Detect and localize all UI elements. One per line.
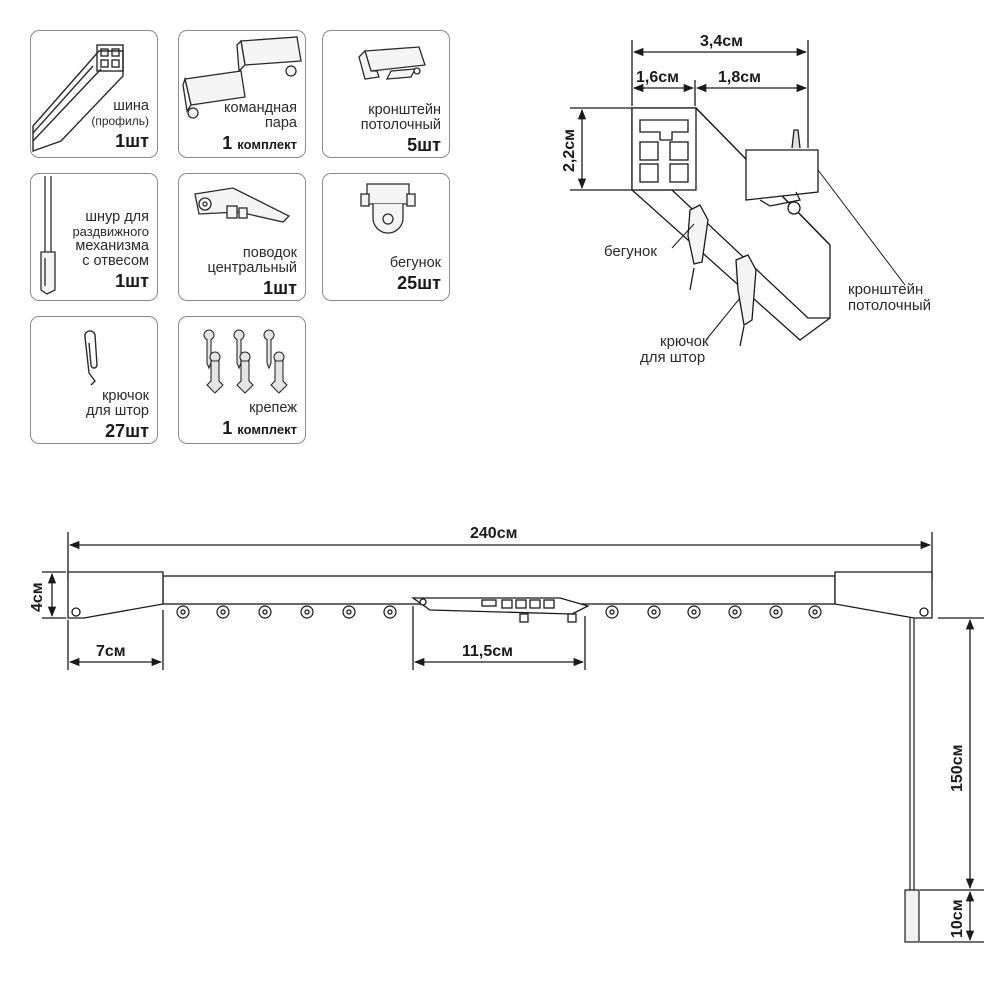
dim-total-width: 3,4см	[700, 33, 743, 50]
runner-icon	[216, 605, 230, 619]
dim-weight-length: 10см	[949, 899, 966, 938]
label-bracket-line2: потолочный	[848, 297, 931, 314]
kit-name: шина	[113, 98, 149, 114]
left-end-cap	[67, 571, 164, 619]
kit-card-ceiling-bracket: кронштейн потолочный 5шт	[322, 30, 450, 158]
kit-name: крепеж	[249, 400, 297, 416]
runner-icon	[383, 605, 397, 619]
kit-name: раздвижного	[72, 224, 149, 240]
kit-name: шнур для	[85, 209, 149, 225]
rail-runners	[176, 605, 822, 619]
kit-name: поводок	[242, 245, 297, 261]
runner-icon	[605, 605, 619, 619]
kit-qty: 1шт	[263, 278, 297, 299]
kit-name: крючок	[102, 388, 149, 404]
runner-icon	[647, 605, 661, 619]
runner-icon	[808, 605, 822, 619]
kit-qty: 5шт	[407, 135, 441, 156]
kit-qty: 1шт	[115, 271, 149, 292]
dim-cord-length: 150см	[949, 745, 966, 792]
kit-name: для штор	[85, 403, 149, 420]
kit-card-hook: крючок для штор 27шт	[30, 316, 158, 444]
runner-icon	[176, 605, 190, 619]
dim-rail-length: 240см	[470, 525, 517, 542]
kit-name: бегунок	[389, 255, 441, 271]
rail-front-drawing	[67, 571, 933, 623]
dim-slider-length: 11,5см	[462, 643, 513, 660]
kit-card-cord: шнур для раздвижного механизма с отвесом…	[30, 173, 158, 301]
dim-right-width: 1,8см	[718, 69, 761, 86]
master-carrier	[410, 597, 590, 615]
fasteners-icon	[203, 329, 288, 394]
kit-qty-num: 1	[222, 133, 233, 154]
cord-with-weight-icon	[40, 176, 56, 295]
end-cap-pair-icon	[182, 36, 302, 119]
kit-name: механизма	[75, 237, 149, 254]
kit-card-master-carrier: поводок центральный 1шт	[178, 173, 306, 301]
kit-name: центральный	[207, 260, 297, 277]
kit-qty: 27шт	[105, 421, 149, 442]
kit-card-rail-profile: шина (профиль) 1шт	[30, 30, 158, 158]
kit-name: кронштейн	[368, 102, 441, 118]
rail-profile-icon	[32, 44, 124, 152]
dim-end-length: 7см	[96, 643, 126, 660]
kit-name: командная	[224, 100, 297, 116]
ceiling-bracket-icon	[358, 46, 426, 80]
label-hook-line2: для штор	[640, 349, 705, 366]
runner-icon	[342, 605, 356, 619]
dim-height: 2,2см	[561, 129, 578, 172]
kit-name-sub: (профиль)	[91, 114, 149, 129]
kit-name: пара	[264, 115, 297, 132]
runner-icon	[687, 605, 701, 619]
curtain-hook-icon	[84, 330, 98, 386]
right-end-cap	[834, 571, 933, 619]
runner-icon	[769, 605, 783, 619]
kit-name: с отвесом	[82, 253, 149, 270]
kit-qty: 25шт	[397, 273, 441, 294]
rail-body	[162, 575, 836, 605]
kit-qty: 1шт	[115, 131, 149, 152]
dim-end-height: 4см	[29, 582, 46, 612]
kit-qty-num: 1	[222, 418, 233, 439]
kit-card-runner: бегунок 25шт	[322, 173, 450, 301]
profile-section-drawing	[631, 107, 831, 347]
kit-name: потолочный	[360, 117, 441, 134]
label-hook-line1: крючок	[660, 333, 709, 350]
runner-icon	[300, 605, 314, 619]
cord-with-weight	[904, 618, 920, 943]
kit-card-fasteners: крепеж 1 комплект	[178, 316, 306, 444]
dim-left-width: 1,6см	[636, 69, 679, 86]
master-carrier-icon	[194, 187, 291, 223]
label-bracket-line1: кронштейн	[848, 281, 923, 298]
runner-icon	[360, 183, 416, 234]
kit-qty-unit: комплект	[237, 422, 297, 438]
label-runner: бегунок	[604, 243, 657, 260]
kit-qty-unit: комплект	[237, 137, 297, 153]
runner-icon	[728, 605, 742, 619]
kit-card-end-pair: командная пара 1 комплект	[178, 30, 306, 158]
runner-icon	[258, 605, 272, 619]
